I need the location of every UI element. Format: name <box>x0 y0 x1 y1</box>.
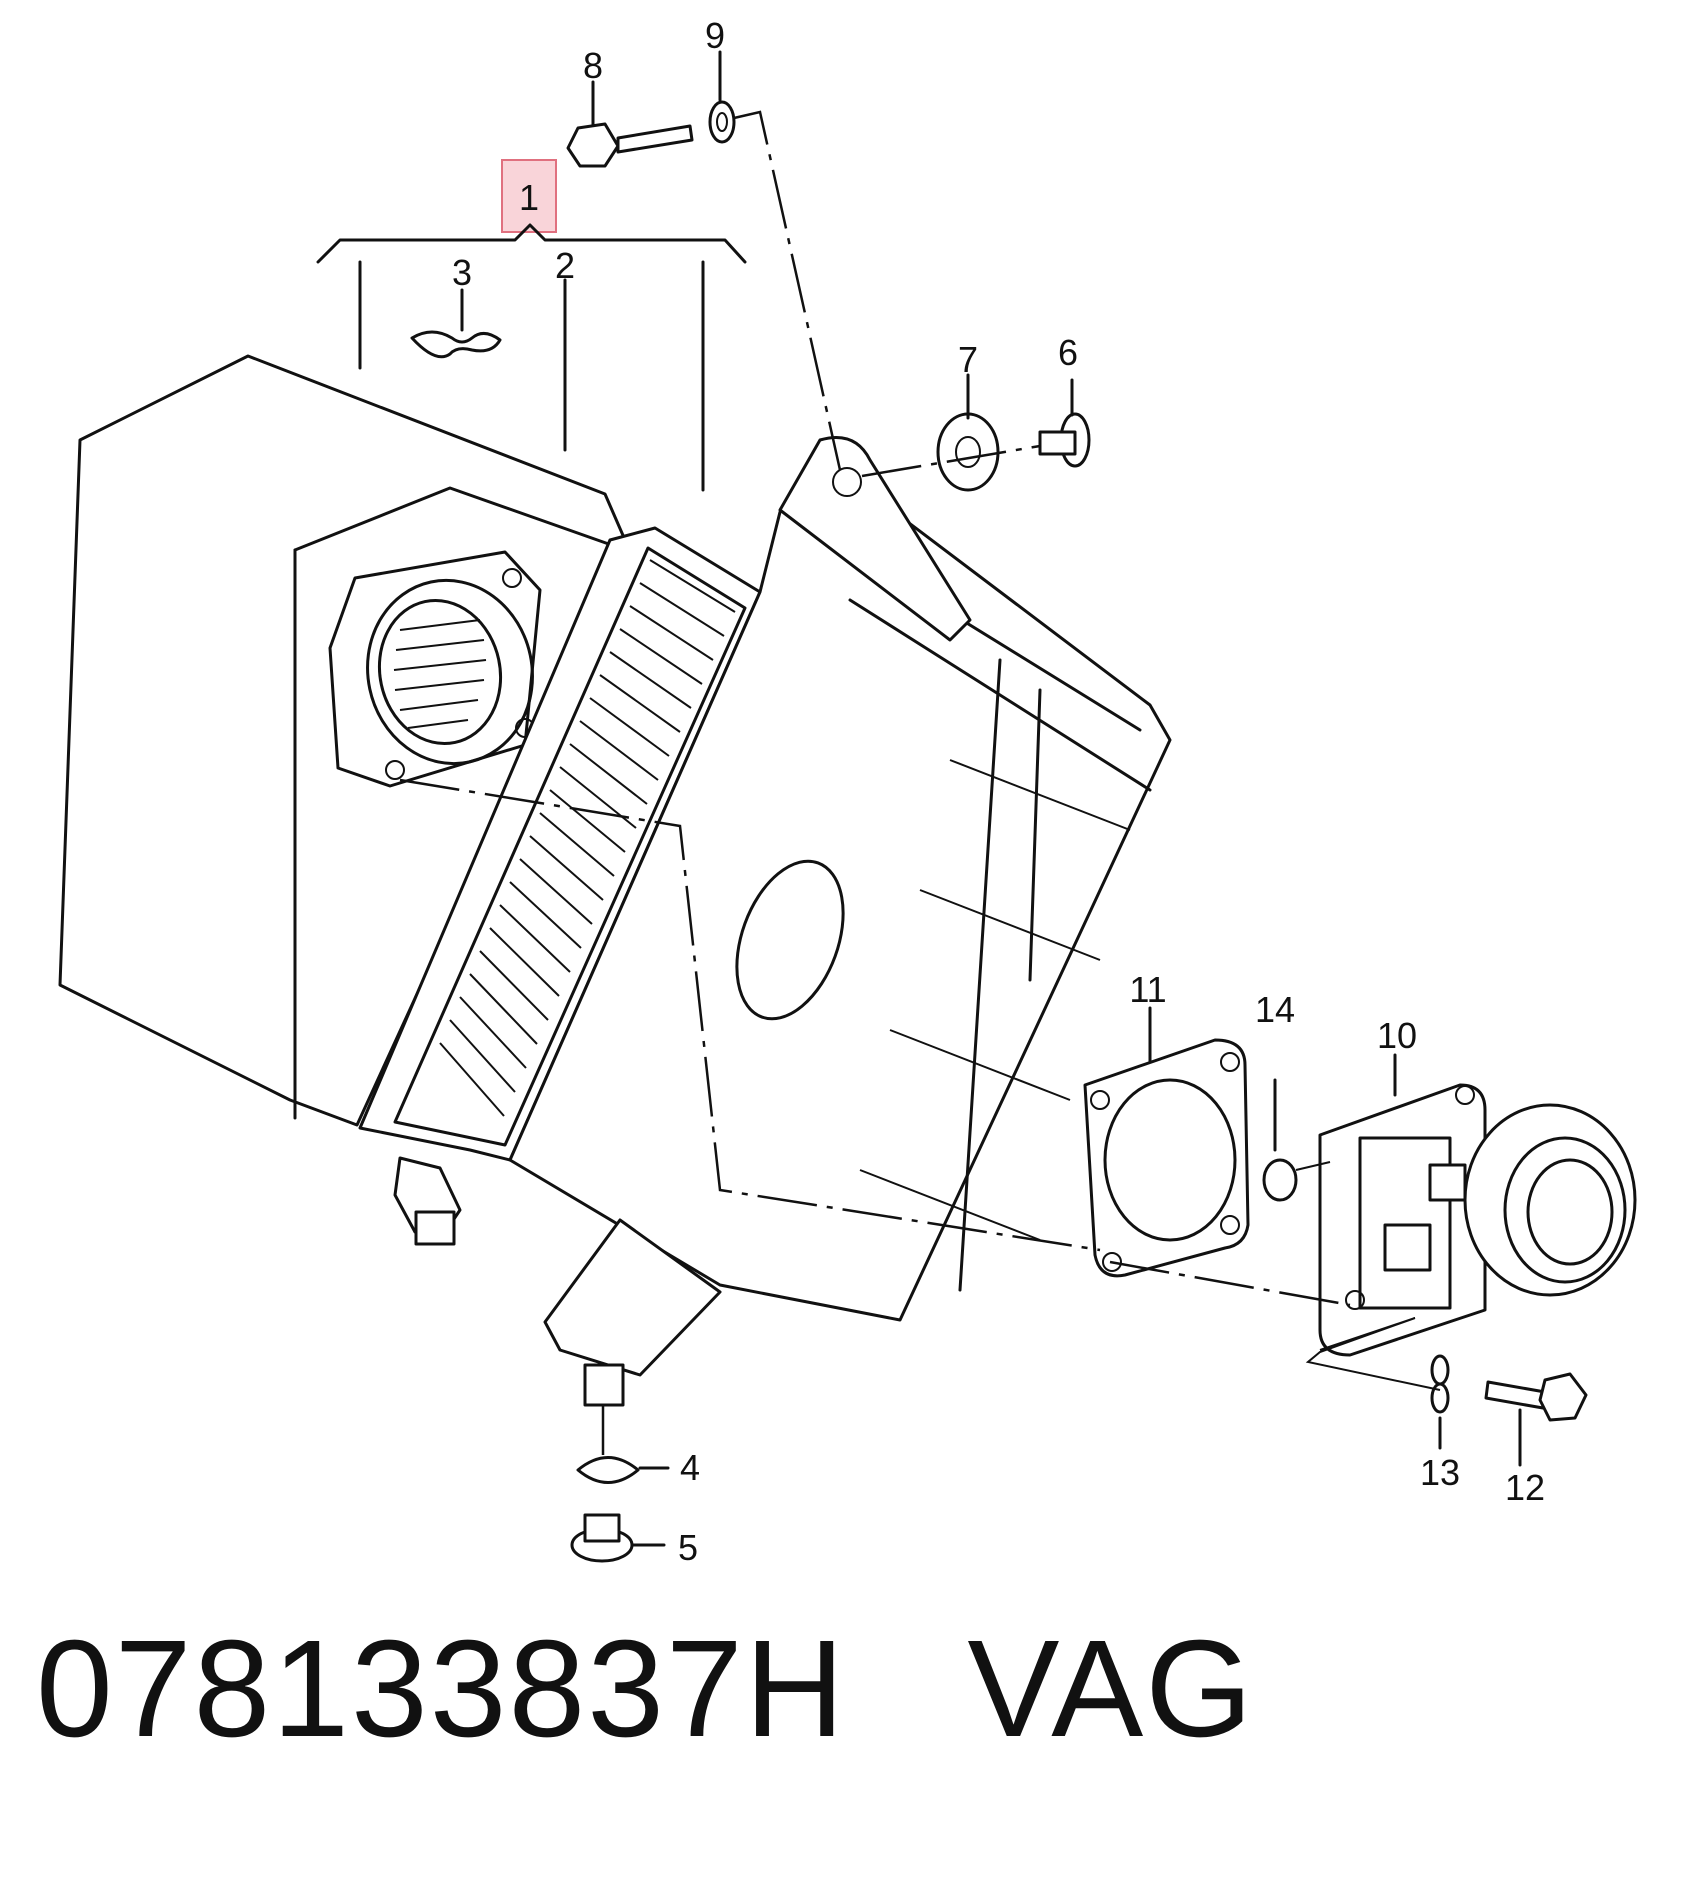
callout-9: 9 <box>705 15 725 56</box>
grommet-part-4 <box>576 1456 670 1484</box>
gasket-part-11 <box>1083 1006 1250 1278</box>
callout-4: 4 <box>680 1447 700 1488</box>
air-mass-meter-part-10 <box>1318 1053 1637 1357</box>
washer-part-9 <box>708 50 736 144</box>
callout-2: 2 <box>555 245 575 286</box>
washer-part-5 <box>570 1513 666 1563</box>
callout-14: 14 <box>1255 989 1295 1030</box>
callout-12: 12 <box>1505 1467 1545 1508</box>
callout-1: 1 <box>519 177 539 218</box>
clip-part-3 <box>410 330 502 359</box>
bolt-part-8 <box>566 80 694 168</box>
washer-part-13 <box>1430 1354 1450 1450</box>
part-number-caption: 078133837H VAG <box>36 1612 1255 1766</box>
callout-10: 10 <box>1377 1015 1417 1056</box>
assembly-bracket <box>316 223 747 492</box>
callout-1-highlight <box>501 159 557 233</box>
air-filter-housing <box>58 354 1172 1407</box>
callout-7: 7 <box>958 339 978 380</box>
callout-13: 13 <box>1420 1452 1460 1493</box>
callout-3: 3 <box>452 252 472 293</box>
callout-5: 5 <box>678 1527 698 1568</box>
spacer-part-6 <box>1038 378 1091 468</box>
rubber-grommet-part-7 <box>936 373 1000 492</box>
callout-6: 6 <box>1058 332 1078 373</box>
callout-8: 8 <box>583 45 603 86</box>
callout-11: 11 <box>1129 969 1166 1010</box>
nut-part-14 <box>1262 1078 1331 1202</box>
bolt-part-12 <box>1484 1372 1588 1467</box>
